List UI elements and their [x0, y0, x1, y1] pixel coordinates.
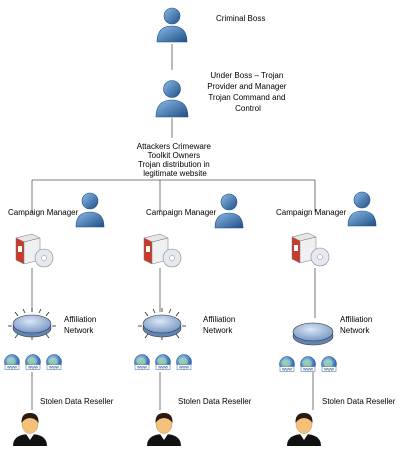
person-icon: [347, 191, 377, 227]
person-icon: [75, 192, 105, 228]
affiliation-network-label-line: Affiliation: [64, 315, 96, 324]
www-globes-group: www www www: [134, 354, 192, 370]
www-globe-icon: www: [46, 354, 62, 370]
branch-left: Campaign Manager: [4, 192, 114, 446]
www-globe-icon: www: [279, 356, 295, 372]
software-box-icon: [291, 232, 330, 267]
attackers-label-line: legitimate website: [143, 169, 207, 178]
under-boss-node: Under Boss – Trojan Provider and Manager…: [155, 71, 288, 118]
affiliation-network-label-line: Network: [203, 326, 233, 335]
attackers-label: Attackers Crimeware Toolkit Owners Troja…: [137, 142, 213, 178]
criminal-boss-node: Criminal Boss: [156, 7, 265, 43]
reseller-person-icon: [287, 413, 321, 446]
www-globe-icon: www: [321, 356, 337, 372]
attackers-node: Attackers Crimeware Toolkit Owners Troja…: [137, 142, 213, 178]
network-icon: [8, 308, 56, 340]
branch-middle: Campaign Manager: [134, 193, 252, 446]
affiliation-network-label-line: Network: [340, 326, 370, 335]
branch-right: Campaign Manager Affiliation Network: [276, 191, 396, 446]
www-label: www: [137, 365, 147, 370]
stolen-data-reseller-label: Stolen Data Reseller: [40, 397, 114, 406]
www-label: www: [158, 365, 168, 370]
software-box-icon: [143, 233, 182, 268]
person-icon: [214, 193, 244, 229]
www-globe-icon: www: [4, 354, 20, 370]
www-globes-group: www www www: [279, 356, 337, 372]
attackers-label-line: Toolkit Owners: [148, 151, 200, 160]
reseller-person-icon: [147, 413, 181, 446]
criminal-boss-label: Criminal Boss: [216, 14, 265, 23]
www-globe-icon: www: [134, 354, 150, 370]
campaign-manager-label: Campaign Manager: [146, 208, 217, 217]
stolen-data-reseller-label: Stolen Data Reseller: [322, 397, 396, 406]
reseller-person-icon: [13, 413, 47, 446]
person-icon: [155, 80, 189, 118]
www-label: www: [28, 365, 38, 370]
www-globe-icon: www: [25, 354, 41, 370]
affiliation-network-label-line: Affiliation: [340, 315, 372, 324]
under-boss-label: Under Boss – Trojan Provider and Manager…: [207, 71, 288, 113]
attackers-label-line: Trojan distribution in: [138, 160, 210, 169]
under-boss-label-line: Trojan Command and: [208, 93, 285, 102]
under-boss-label-line: Control: [235, 104, 261, 113]
affiliation-network-label-line: Network: [64, 326, 94, 335]
www-label: www: [324, 367, 334, 372]
under-boss-label-line: Under Boss – Trojan: [210, 71, 283, 80]
affiliation-network-label: Affiliation Network: [64, 315, 99, 335]
campaign-manager-label: Campaign Manager: [276, 208, 347, 217]
network-icon: [138, 308, 186, 340]
www-label: www: [179, 365, 189, 370]
affiliation-network-label-line: Affiliation: [203, 315, 235, 324]
connector-lines: [31, 44, 316, 410]
stolen-data-reseller-label: Stolen Data Reseller: [178, 397, 252, 406]
www-label: www: [49, 365, 59, 370]
person-icon: [156, 7, 188, 43]
www-globe-icon: www: [176, 354, 192, 370]
network-icon: [292, 322, 334, 346]
software-box-icon: [15, 233, 54, 268]
www-globes-group: www www www: [4, 354, 62, 370]
www-label: www: [282, 367, 292, 372]
www-label: www: [303, 367, 313, 372]
affiliation-network-label: Affiliation Network: [340, 315, 375, 335]
www-globe-icon: www: [300, 356, 316, 372]
affiliation-network-label: Affiliation Network: [203, 315, 238, 335]
under-boss-label-line: Provider and Manager: [207, 82, 286, 91]
attackers-label-line: Attackers Crimeware: [137, 142, 212, 151]
campaign-manager-label: Campaign Manager: [8, 208, 79, 217]
www-label: www: [7, 365, 17, 370]
www-globe-icon: www: [155, 354, 171, 370]
